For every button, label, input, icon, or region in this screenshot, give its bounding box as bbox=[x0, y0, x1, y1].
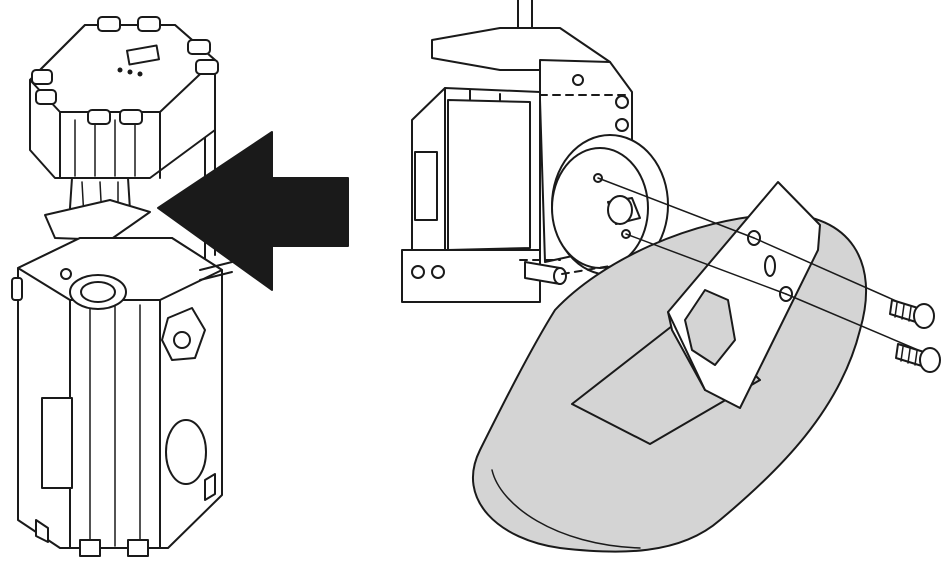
locating-pin bbox=[524, 261, 611, 285]
yoke-rod bbox=[199, 261, 233, 281]
right-mounting-assembly bbox=[401, 0, 941, 553]
insert-arrow bbox=[157, 131, 349, 291]
mounting-screw-2 bbox=[895, 343, 941, 373]
reflector-edge bbox=[491, 469, 641, 549]
thin-disc bbox=[44, 199, 151, 241]
left-fixture-assembly bbox=[11, 16, 233, 557]
fixture-base bbox=[11, 237, 223, 557]
moving-head-top bbox=[29, 16, 219, 179]
gear-module bbox=[401, 87, 561, 303]
corner-bumpers bbox=[31, 16, 219, 125]
mounting-screw-1 bbox=[889, 299, 935, 329]
mounting-bracket bbox=[571, 181, 821, 445]
alignment-lines bbox=[597, 177, 919, 351]
